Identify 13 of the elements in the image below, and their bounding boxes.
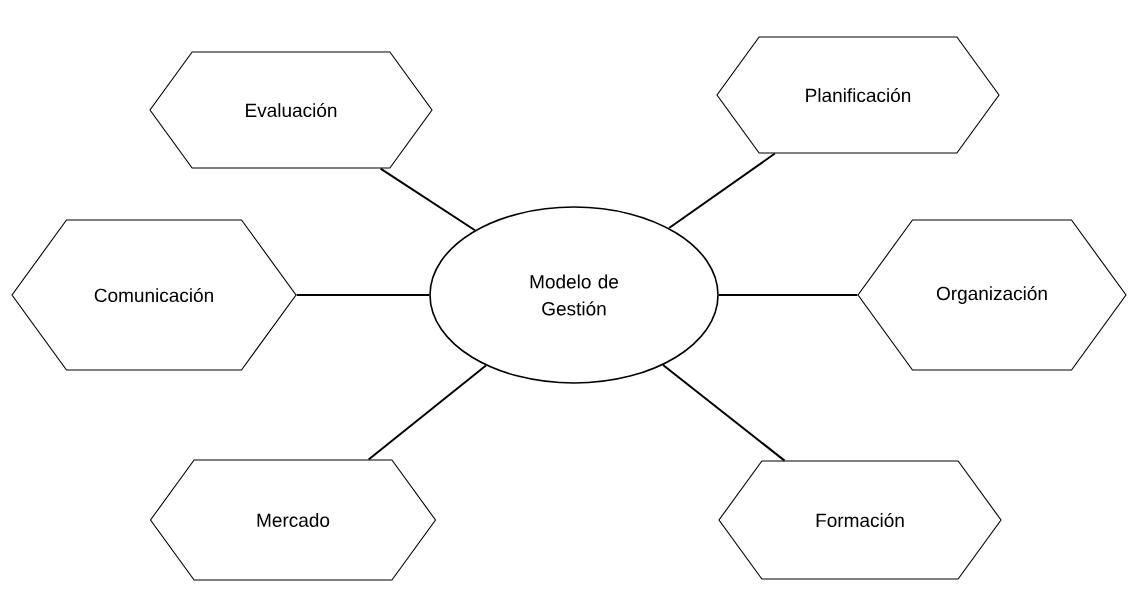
hexagon-box: Formación (718, 460, 1002, 580)
hexagon-box: Planificación (716, 36, 1000, 154)
connector-line (668, 152, 776, 230)
hexagon-box: Organización (857, 219, 1127, 371)
connector-line (717, 294, 859, 296)
hexagon-box: Mercado (149, 459, 437, 581)
hexagon-box: Evaluación (149, 51, 433, 169)
ellipse-node: Modelo de Gestión (429, 206, 719, 384)
connector-line (367, 364, 487, 461)
connector-line (662, 364, 786, 462)
hexagon-box: Comunicación (11, 219, 297, 371)
connector-line (295, 294, 431, 296)
connector-line (379, 167, 476, 232)
